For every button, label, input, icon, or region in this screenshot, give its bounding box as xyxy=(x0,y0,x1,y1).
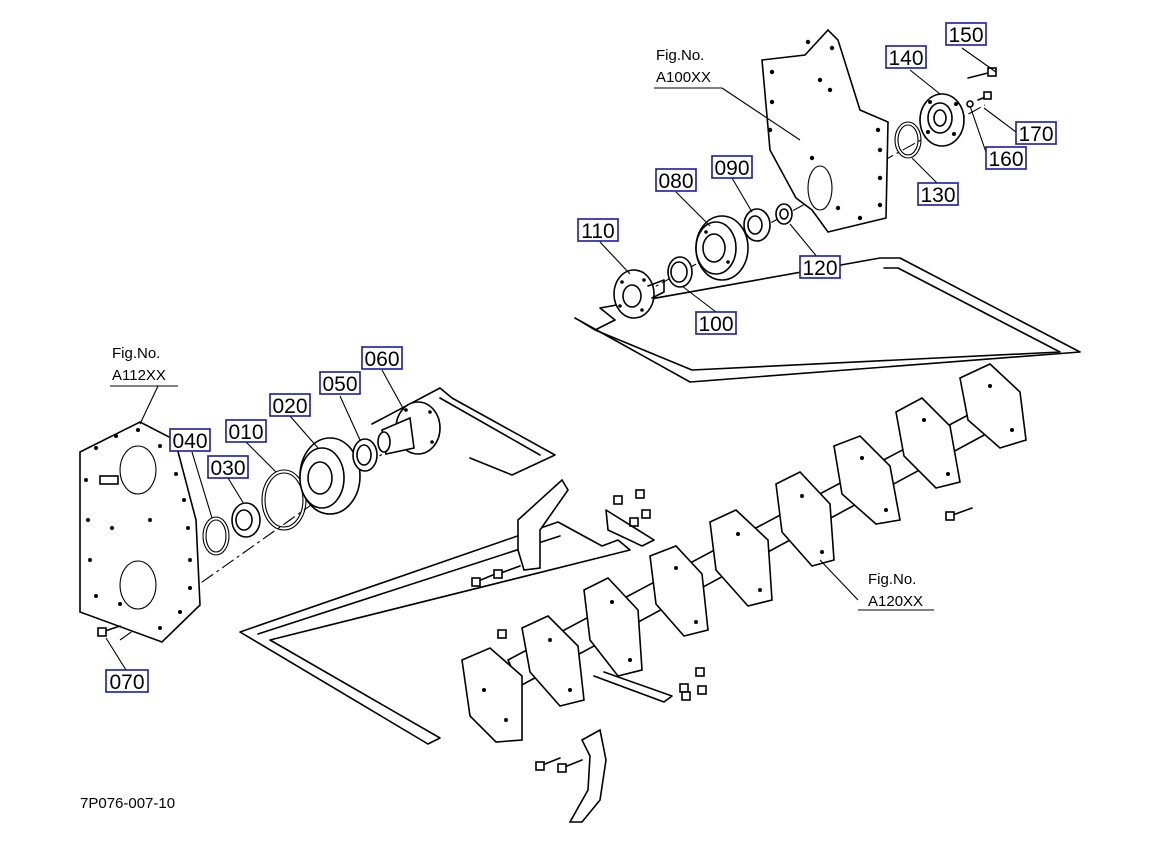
callout-070[interactable]: 070 xyxy=(105,669,149,694)
o-ring-040 xyxy=(202,516,230,556)
nut-120 xyxy=(775,203,793,225)
flange-140 xyxy=(919,93,965,147)
side-plate-a112-holes xyxy=(84,428,192,630)
fig-ref-a112: Fig.No. A112XX xyxy=(110,345,178,387)
rotor-group-outline xyxy=(239,521,631,745)
callout-160[interactable]: 160 xyxy=(985,146,1027,171)
callout-130[interactable]: 130 xyxy=(917,182,959,207)
o-ring-130 xyxy=(894,121,922,159)
svg-text:110: 110 xyxy=(581,220,614,243)
svg-text:030: 030 xyxy=(210,457,245,480)
svg-text:130: 130 xyxy=(920,184,955,207)
callout-090[interactable]: 090 xyxy=(711,155,753,180)
leader-lines xyxy=(105,47,1017,671)
callout-100[interactable]: 100 xyxy=(695,311,737,336)
plate-pin xyxy=(99,475,119,485)
callout-010[interactable]: 010 xyxy=(225,419,267,444)
fig-a100-line1: Fig.No. xyxy=(656,47,704,64)
upper-group-outline-inner xyxy=(594,267,1061,371)
upper-group-outline xyxy=(574,257,1081,383)
callout-150[interactable]: 150 xyxy=(945,22,987,47)
svg-text:060: 060 xyxy=(364,348,399,371)
drawing-code: 7P076-007-10 xyxy=(80,795,175,812)
upper-bearing-assembly xyxy=(574,28,1081,383)
svg-text:040: 040 xyxy=(172,430,207,453)
fig-a112-line1: Fig.No. xyxy=(112,345,160,362)
hub-flange-110 xyxy=(613,269,665,319)
svg-text:070: 070 xyxy=(109,671,144,694)
side-plate-a100-holes xyxy=(767,39,883,221)
svg-text:170: 170 xyxy=(1018,123,1053,146)
part-callouts: 150 140 170 160 130 080 090 110 120 100 … xyxy=(105,22,1057,694)
hub-060 xyxy=(377,401,441,455)
callout-040[interactable]: 040 xyxy=(169,428,211,453)
rotor-bolts xyxy=(471,507,973,773)
rotor-shaft-assembly xyxy=(239,363,1027,823)
side-plate-a100 xyxy=(761,28,889,233)
svg-text:080: 080 xyxy=(658,170,693,193)
rotor-nuts xyxy=(613,489,707,701)
tine-lower xyxy=(568,728,607,823)
bearing-090 xyxy=(743,208,771,242)
callout-120[interactable]: 120 xyxy=(799,255,841,280)
svg-text:050: 050 xyxy=(322,373,357,396)
side-plate-a100-bore xyxy=(807,165,833,211)
fig-a112-line2: A112XX xyxy=(112,367,166,384)
tine-upper xyxy=(517,478,569,571)
svg-text:160: 160 xyxy=(988,148,1023,171)
callout-020[interactable]: 020 xyxy=(269,393,311,418)
callout-050[interactable]: 050 xyxy=(319,371,361,396)
callout-140[interactable]: 140 xyxy=(885,45,927,70)
svg-text:090: 090 xyxy=(714,157,749,180)
callout-110[interactable]: 110 xyxy=(577,218,619,243)
callout-080[interactable]: 080 xyxy=(655,168,697,193)
nut-group-leader-lower xyxy=(593,671,673,703)
left-group-outline-inner xyxy=(439,397,541,456)
fig-a100-line2: A100XX xyxy=(656,69,711,86)
seal-050 xyxy=(352,438,378,472)
left-group-outline xyxy=(371,387,556,476)
callout-060[interactable]: 060 xyxy=(361,346,403,371)
bearing-housing-020 xyxy=(299,437,361,515)
callout-030[interactable]: 030 xyxy=(207,455,249,480)
svg-text:100: 100 xyxy=(698,313,733,336)
svg-text:120: 120 xyxy=(802,257,837,280)
svg-text:020: 020 xyxy=(272,395,307,418)
bearing-housing-080 xyxy=(695,215,749,281)
fig-ref-a120: Fig.No. A120XX xyxy=(858,571,934,611)
upper-bore xyxy=(119,445,157,495)
svg-text:010: 010 xyxy=(228,421,263,444)
left-bearing-assembly xyxy=(79,387,556,643)
nut-group-leader-upper xyxy=(605,509,655,547)
rotor-flanges xyxy=(461,363,1027,743)
lower-bore xyxy=(119,560,157,610)
svg-text:150: 150 xyxy=(948,24,983,47)
svg-text:140: 140 xyxy=(888,47,923,70)
seal-100 xyxy=(667,256,693,288)
fig-a120-line2: A120XX xyxy=(868,593,923,610)
callout-170[interactable]: 170 xyxy=(1015,121,1057,146)
bearing-030 xyxy=(231,502,261,538)
rotor-outline-inner xyxy=(257,535,561,635)
fig-ref-a100: Fig.No. A100XX xyxy=(654,47,722,89)
rotor-flange-holes xyxy=(482,384,1014,722)
fig-a120-line1: Fig.No. xyxy=(868,571,916,588)
